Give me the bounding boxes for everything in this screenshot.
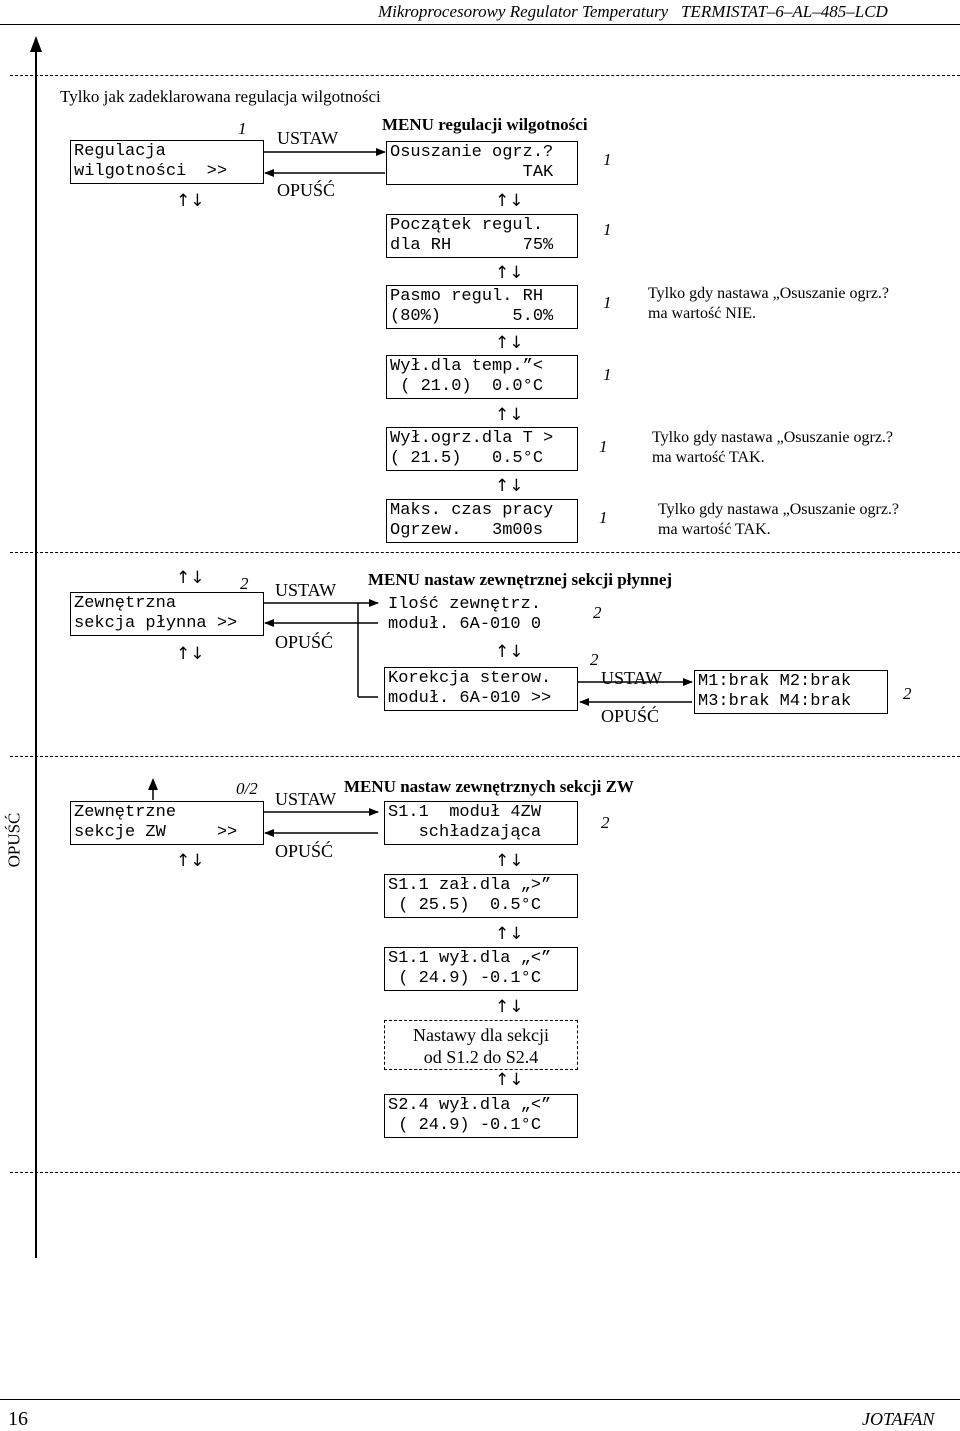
updown-icon: ↑↓ bbox=[495, 333, 524, 353]
separator-bottom bbox=[10, 1172, 960, 1173]
note-only-when-tak: Tylko gdy nastawa „Osuszanie ogrz.? ma w… bbox=[658, 501, 900, 538]
level-label: 1 bbox=[603, 150, 612, 169]
section1-item-5[interactable]: Maks. czas pracy Ogrzew. 3m00s bbox=[386, 499, 578, 543]
side-opusc-label: OPUŚĆ bbox=[4, 812, 24, 868]
section3-opusc: OPUŚĆ bbox=[275, 841, 334, 861]
section3-item-1[interactable]: S1.1 zał.dla „>” ( 25.5) 0.5°C bbox=[384, 874, 578, 918]
footer-rule bbox=[0, 1399, 960, 1400]
section2-sub-ustaw: USTAW bbox=[601, 668, 663, 688]
section1-item-4[interactable]: Wył.ogrz.dla T > ( 21.5) 0.5°C bbox=[386, 427, 578, 471]
section1-menu-title: MENU regulacji wilgotności bbox=[382, 115, 588, 134]
section2-level: 2 bbox=[240, 574, 249, 593]
section2-item-1[interactable]: Korekcja sterow. moduł. 6A-010 >> bbox=[384, 667, 578, 711]
header-rule bbox=[0, 24, 960, 25]
section2-sub-opusc: OPUŚĆ bbox=[601, 706, 660, 726]
section3-menu-title: MENU nastaw zewnętrznych sekcji ZW bbox=[344, 777, 634, 796]
section3-updown-icon: ↑↓ bbox=[176, 851, 205, 871]
section2-opusc: OPUŚĆ bbox=[275, 632, 334, 652]
section1-main-lcd[interactable]: Regulacja wilgotności >> bbox=[70, 140, 264, 184]
updown-icon: ↑↓ bbox=[495, 997, 524, 1017]
section3-item-0[interactable]: S1.1 moduł 4ZW schładzająca bbox=[384, 801, 578, 845]
level-label: 2 bbox=[601, 813, 610, 832]
separator-2 bbox=[10, 756, 960, 757]
section1-item-2[interactable]: Pasmo regul. RH (80%) 5.0% bbox=[386, 285, 578, 329]
section1-item-1[interactable]: Początek regul. dla RH 75% bbox=[386, 214, 578, 258]
section3-ustaw: USTAW bbox=[275, 789, 337, 809]
section2-updown-icon-top: ↑↓ bbox=[176, 568, 205, 588]
section2-sub-lcd[interactable]: M1:brak M2:brak M3:brak M4:brak bbox=[694, 670, 888, 714]
updown-icon: ↑↓ bbox=[495, 851, 524, 871]
level-label: 1 bbox=[599, 508, 608, 527]
section1-item-0[interactable]: Osuszanie ogrz.? TAK bbox=[386, 141, 578, 185]
note-only-when-tak: Tylko gdy nastawa „Osuszanie ogrz.? ma w… bbox=[652, 429, 894, 466]
footer-page-number: 16 bbox=[8, 1408, 28, 1430]
updown-icon: ↑↓ bbox=[495, 405, 524, 425]
level-label: 1 bbox=[603, 220, 612, 239]
section2-item-0[interactable]: Ilość zewnętrz. moduł. 6A-010 0 bbox=[388, 595, 578, 639]
separator-1 bbox=[10, 552, 960, 553]
section1-intro: Tylko jak zadeklarowana regulacja wilgot… bbox=[60, 87, 381, 106]
section3-item-2[interactable]: S1.1 wył.dla „<” ( 24.9) -0.1°C bbox=[384, 947, 578, 991]
updown-icon: ↑↓ bbox=[495, 924, 524, 944]
updown-icon: ↑↓ bbox=[495, 476, 524, 496]
level-label: 1 bbox=[603, 293, 612, 312]
section3-main-lcd[interactable]: Zewnętrzne sekcje ZW >> bbox=[70, 801, 264, 845]
footer-brand: JOTAFAN bbox=[862, 1409, 935, 1429]
separator-top bbox=[10, 75, 960, 76]
level-label: 1 bbox=[603, 365, 612, 384]
updown-icon: ↑↓ bbox=[495, 263, 524, 283]
section1-level: 1 bbox=[238, 119, 247, 138]
level-label: 2 bbox=[903, 684, 912, 703]
section2-ustaw: USTAW bbox=[275, 580, 337, 600]
section3-level: 0/2 bbox=[236, 779, 258, 798]
section3-item-4[interactable]: S2.4 wył.dla „<” ( 24.9) -0.1°C bbox=[384, 1094, 578, 1138]
section1-opusc: OPUŚĆ bbox=[277, 180, 336, 200]
section2-menu-title: MENU nastaw zewnętrznej sekcji płynnej bbox=[368, 570, 673, 589]
note-only-when-nie: Tylko gdy nastawa „Osuszanie ogrz.? ma w… bbox=[648, 285, 890, 322]
section1-updown-icon: ↑↓ bbox=[176, 191, 205, 211]
section3-item-3[interactable]: Nastawy dla sekcji od S1.2 do S2.4 bbox=[384, 1020, 578, 1070]
section1-item-3[interactable]: Wył.dla temp.”< ( 21.0) 0.0°C bbox=[386, 355, 578, 399]
section2-main-lcd[interactable]: Zewnętrzna sekcja płynna >> bbox=[70, 592, 264, 636]
level-label: 2 bbox=[590, 650, 599, 669]
section1-ustaw: USTAW bbox=[277, 128, 339, 148]
updown-icon: ↑↓ bbox=[495, 1070, 524, 1090]
section2-updown-icon: ↑↓ bbox=[176, 644, 205, 664]
updown-icon: ↑↓ bbox=[495, 191, 524, 211]
level-label: 2 bbox=[593, 603, 602, 622]
header-title: Mikroprocesorowy Regulator Temperatury T… bbox=[378, 2, 888, 21]
updown-icon: ↑↓ bbox=[495, 642, 524, 662]
level-label: 1 bbox=[599, 437, 608, 456]
